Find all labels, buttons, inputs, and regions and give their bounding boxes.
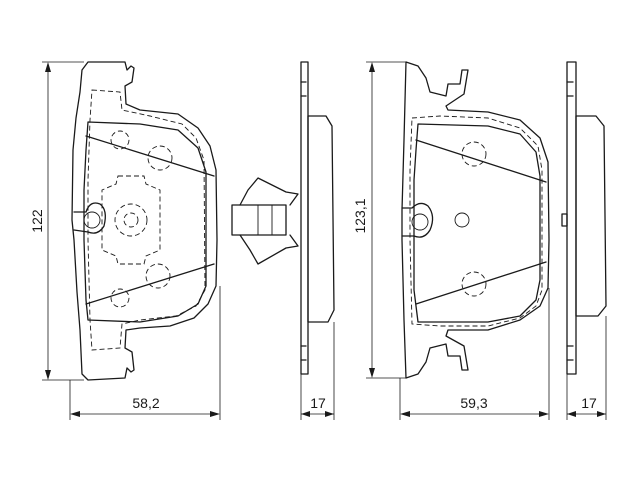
pad-2-side-backing — [566, 61, 577, 375]
pad-1-notch-hole — [83, 211, 101, 229]
pad-1-hidden-clip-outer — [114, 203, 148, 237]
dimension-pad-2-height-label: 123,1 — [352, 198, 368, 233]
spring-clip — [231, 177, 299, 265]
dimension-pad-2-thickness-label: 17 — [581, 395, 597, 411]
pad-2-side-lining — [575, 115, 607, 317]
pad-2-side-sensor — [561, 213, 568, 227]
pad-2-centre-hole — [454, 212, 470, 228]
pad-1-hidden-hole-bottom-right — [145, 263, 171, 289]
pad-2-hidden-contour — [409, 115, 543, 327]
dimension-pad-1-thickness: 17 — [300, 322, 335, 420]
pad-1-friction-lining — [83, 121, 207, 323]
pad-1-hidden-hole-top-left — [110, 130, 130, 150]
dimension-pad-1-height-label: 122 — [29, 209, 45, 233]
pad-1-side-view — [300, 61, 335, 375]
spring-clip-wire-bottom — [239, 234, 299, 265]
pad-1-wear-slot-top — [85, 135, 215, 177]
pad-1-front-view — [71, 61, 218, 381]
pad-2-wear-slot-bottom — [415, 261, 547, 305]
pad-2-front-view — [401, 61, 550, 379]
dimension-pad-1-height: 122 — [29, 61, 84, 381]
dimension-pad-1-width-label: 58,2 — [132, 395, 159, 411]
spring-clip-body — [231, 204, 287, 236]
dimension-pad-1-width: 58,2 — [69, 286, 221, 420]
pad-1-side-backing — [300, 61, 309, 375]
pad-1-hidden-clip — [101, 175, 161, 265]
pad-2-notch-hole — [411, 213, 429, 231]
pad-1-hidden-clip-inner — [123, 212, 139, 228]
pad-1-abutment-notch — [73, 202, 106, 234]
pad-2-backing-plate — [401, 61, 550, 379]
spring-clip-wire-top — [239, 177, 299, 206]
pad-1-hidden-contour — [87, 89, 206, 351]
pad-2-side-view — [561, 61, 607, 375]
pad-1-side-lining — [307, 115, 335, 323]
pad-1-wear-slot-bottom — [85, 263, 215, 305]
dimension-pad-1-thickness-label: 17 — [310, 395, 326, 411]
pad-2-friction-lining — [413, 123, 541, 323]
pad-2-hidden-hole-top — [461, 141, 487, 167]
dimension-pad-2-width: 59,3 — [399, 288, 550, 420]
pad-1-hidden-hole-top-right — [147, 145, 173, 171]
dimension-pad-2-thickness: 17 — [566, 316, 607, 420]
pad-1-backing-plate — [71, 61, 218, 381]
pad-2-wear-slot-top — [415, 139, 547, 183]
pad-2-abutment-notch — [401, 202, 434, 238]
dimension-pad-2-width-label: 59,3 — [460, 395, 487, 411]
dimension-pad-2-height: 123,1 — [352, 61, 406, 379]
pad-1-hidden-hole-bottom-left — [110, 288, 130, 308]
pad-2-hidden-hole-bottom — [461, 271, 487, 297]
